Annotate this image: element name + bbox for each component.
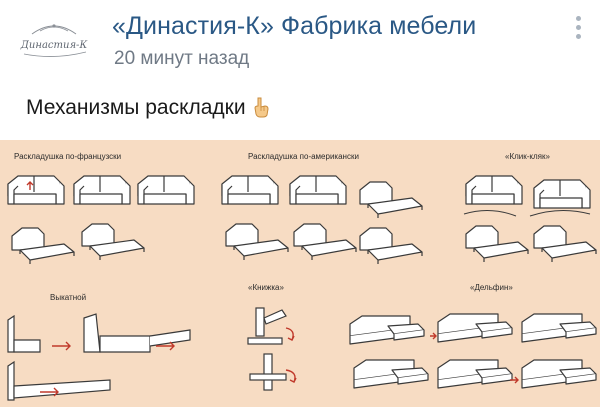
more-vertical-icon [576,25,581,30]
caption-dolphin: «Дельфин» [470,283,513,292]
sofa-mechanisms-illustration [7,175,597,401]
post-header: Династия-К «Династия-К» Фабрика мебели 2… [0,0,600,90]
caption-rollout: Выкатной [50,293,87,302]
caption-american: Раскладушка по-американски [248,152,359,161]
post-text: Механизмы раскладки [26,96,272,124]
post-text-content: Механизмы раскладки [26,96,246,119]
channel-avatar[interactable]: Династия-К [14,14,94,70]
more-options-button[interactable] [568,12,590,44]
logo-text: Династия-К [20,40,88,51]
caption-click-clack: «Клик-кляк» [505,152,550,161]
more-vertical-icon [576,34,581,39]
post-time[interactable]: 20 минут назад [114,48,250,69]
channel-name-link[interactable]: «Династия-К» Фабрика мебели [112,12,477,40]
caption-book: «Книжка» [248,283,284,292]
post-image[interactable]: Раскладушка по-французски Раскладушка по… [0,140,600,407]
caption-french: Раскладушка по-французски [14,152,122,161]
hand-pointing-down-emoji-icon [252,96,272,124]
more-vertical-icon [576,16,581,21]
dinastiya-logo-icon: Династия-К [20,24,88,57]
